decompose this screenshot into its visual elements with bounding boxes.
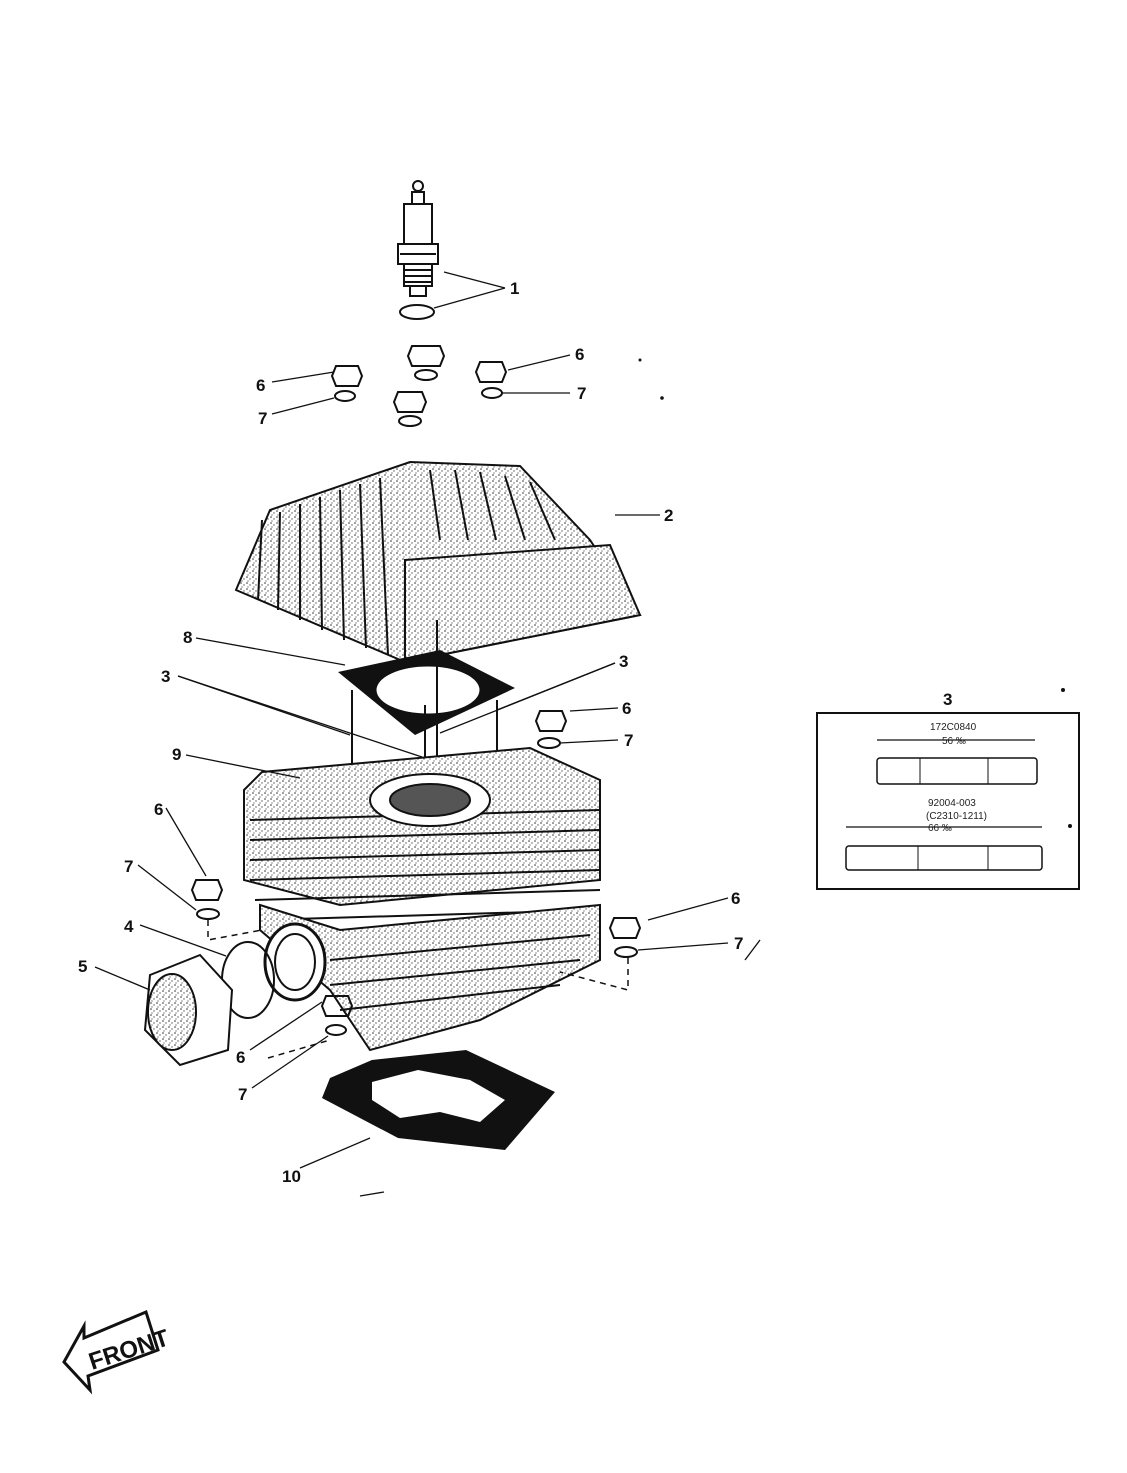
callout-1: 1: [510, 279, 519, 298]
callout-2: 2: [664, 506, 673, 525]
callout-6-top-right: 6: [575, 345, 584, 364]
cylinder-nut-bottom: [320, 995, 354, 1036]
head-nut-left: [330, 365, 364, 402]
callout-8: 8: [183, 628, 192, 647]
callout-7-right: 7: [734, 934, 743, 953]
callout-3-right: 3: [619, 652, 628, 671]
inset-title: 3: [943, 690, 952, 709]
stud-b-alt-number: (C2310-1211): [926, 811, 987, 822]
head-nut-right: [474, 361, 508, 399]
stud-b-part-number: 92004-003: [928, 798, 976, 809]
callout-6-right: 6: [731, 889, 740, 908]
stud-locator-lines: [207, 920, 629, 1059]
stud-b-drawing: [845, 845, 1043, 871]
spark-plug: [397, 180, 439, 297]
callout-7-mid-right: 7: [624, 731, 633, 750]
cylinder-head: [234, 460, 642, 664]
callout-10: 10: [282, 1167, 301, 1186]
cylinder-head-fins: [257, 469, 556, 656]
callout-6-top-left: 6: [256, 376, 265, 395]
print-specks: [359, 358, 1072, 1197]
cylinder-nut-right: [608, 917, 642, 958]
base-gasket: [322, 1050, 555, 1150]
callout-7-bottom: 7: [238, 1085, 247, 1104]
leader-lines: [94, 271, 729, 1169]
callout-6-bottom: 6: [236, 1048, 245, 1067]
callout-3-left: 3: [161, 667, 170, 686]
stud-b-length: 66 ‰: [928, 823, 952, 834]
callout-7-top-right: 7: [577, 384, 586, 403]
callout-labels: 1 2 3 3 4 5 6 6 6 6 6 6 7 7 7 7 7 7 8 9 …: [78, 279, 743, 1186]
head-nut-center-lower: [392, 391, 428, 427]
cylinder-block: [243, 746, 601, 1052]
head-nut-center-top: [406, 345, 446, 381]
callout-7-left: 7: [124, 857, 133, 876]
stud-a-drawing: [876, 757, 1038, 785]
front-direction-arrow: FRONT: [62, 1309, 173, 1395]
callout-6-left: 6: [154, 800, 163, 819]
callout-7-top-left: 7: [258, 409, 267, 428]
spark-plug-washer: [399, 304, 435, 320]
exhaust-nut: [143, 953, 234, 1067]
cylinder-nut-left: [190, 879, 224, 920]
callout-6-mid-right: 6: [622, 699, 631, 718]
callout-4: 4: [124, 917, 134, 936]
exhaust-port: [263, 922, 327, 1002]
stud-detail-inset: 3 172C0840 56 ‰ 92004-003 (C2310-1211) 6…: [816, 690, 1080, 890]
callout-9: 9: [172, 745, 181, 764]
stud-a-part-number: 172C0840: [930, 722, 977, 733]
callout-5: 5: [78, 957, 87, 976]
stud-a-length: 56 ‰: [942, 736, 966, 747]
head-gasket: [338, 650, 515, 735]
